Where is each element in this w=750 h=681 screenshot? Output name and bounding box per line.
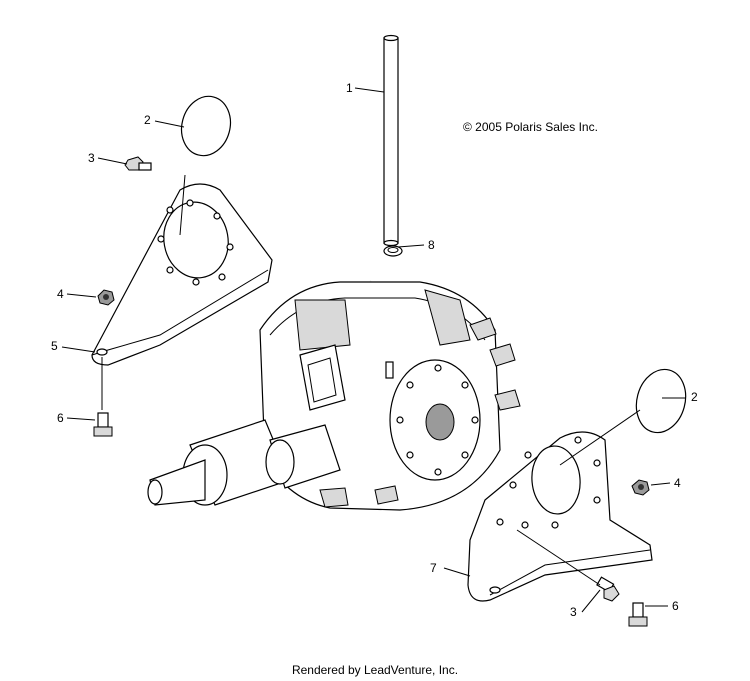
bolt-left-part [124, 156, 152, 171]
callout-7: 7 [430, 561, 437, 575]
callout-5: 5 [51, 339, 58, 353]
callout-2-right: 2 [691, 390, 698, 404]
nut-left-part [97, 289, 115, 306]
bracket-right-part [467, 431, 653, 602]
callout-3-right: 3 [570, 605, 577, 619]
nut-right-part [631, 479, 650, 496]
callout-4-left: 4 [57, 287, 64, 301]
gasket-right-part [635, 368, 687, 434]
vent-rod-part [383, 34, 399, 247]
hose-clamp-part [383, 245, 403, 257]
callout-1: 1 [346, 81, 353, 95]
callout-labels: 1 2 3 4 5 6 8 2 4 7 3 6 [51, 81, 698, 619]
callout-8: 8 [428, 238, 435, 252]
bolt-right-part [596, 576, 620, 602]
leader-lines [61, 87, 686, 613]
gearcase-assembly-part [147, 281, 521, 511]
bolt-left-lower-part [93, 412, 113, 437]
callout-6-left: 6 [57, 411, 64, 425]
callout-2-left: 2 [144, 113, 151, 127]
gasket-left-part [180, 95, 232, 157]
callout-4-right: 4 [674, 476, 681, 490]
bracket-left-part [91, 183, 273, 366]
callout-3-left: 3 [88, 151, 95, 165]
callout-6-right: 6 [672, 599, 679, 613]
copyright-notice: © 2005 Polaris Sales Inc. [463, 120, 598, 134]
bolt-right-lower-part [628, 602, 648, 627]
render-credit-footer: Rendered by LeadVenture, Inc. [291, 663, 459, 677]
